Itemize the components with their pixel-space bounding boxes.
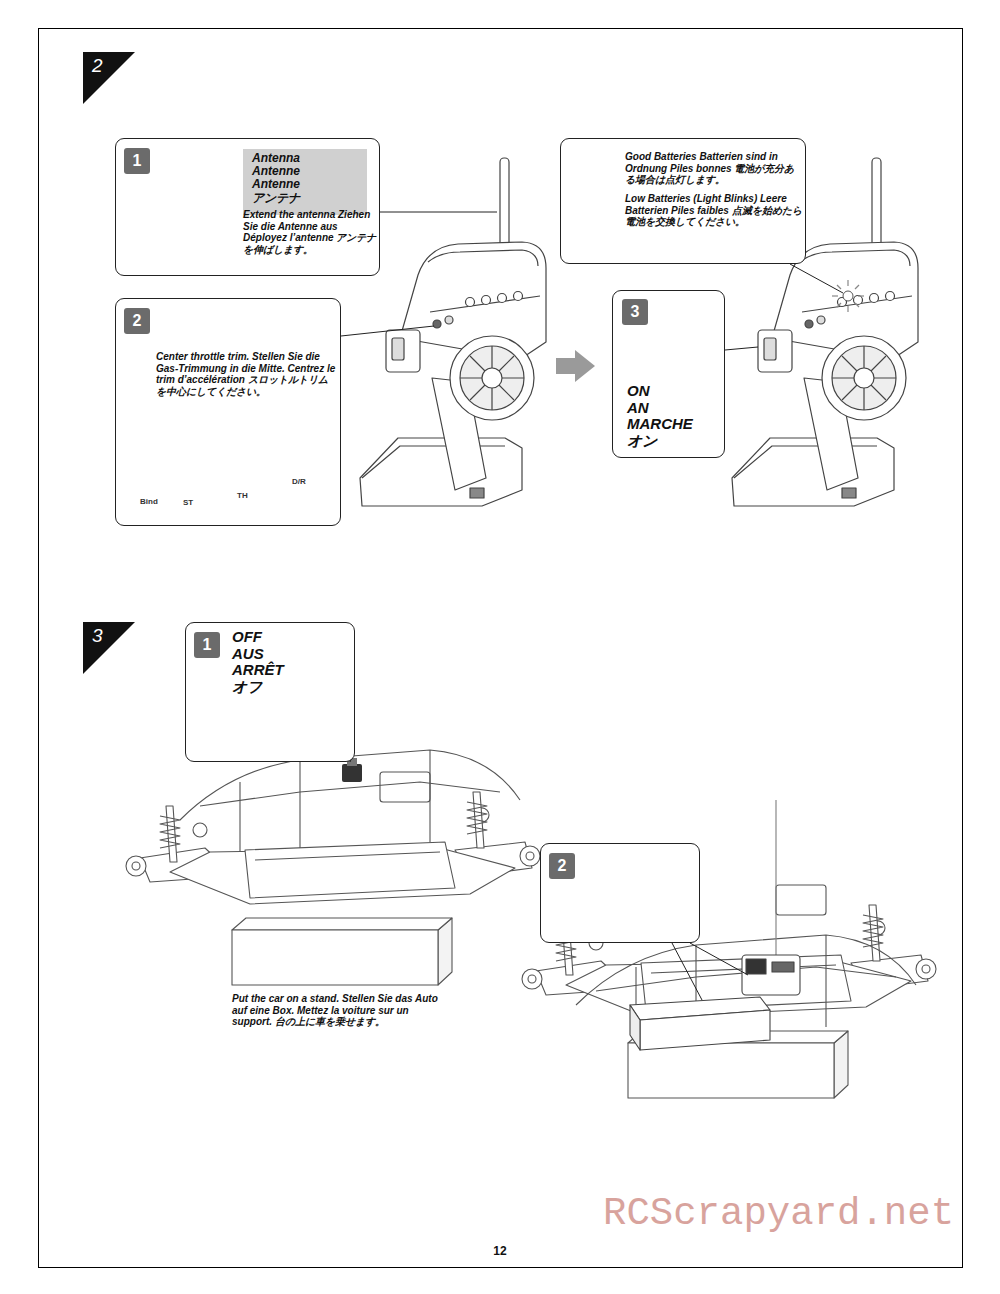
callout-number: 3 bbox=[622, 299, 648, 325]
step-number: 3 bbox=[92, 625, 116, 648]
watermark: RCScrapyard.net bbox=[603, 1193, 954, 1236]
step-marker: 3 bbox=[83, 622, 135, 674]
callout-panel: 2 bbox=[540, 843, 700, 943]
control-label: Bind bbox=[140, 498, 170, 506]
step-triangle-shape bbox=[83, 52, 135, 104]
callout-number: 2 bbox=[124, 308, 150, 334]
callout-number: 1 bbox=[124, 148, 150, 174]
step-marker: 2 bbox=[83, 52, 135, 104]
callout-panel: Good Batteries Batterien sind in Ordnung… bbox=[560, 138, 806, 264]
control-label: D/R bbox=[292, 478, 322, 486]
step-triangle-shape bbox=[83, 622, 135, 674]
step-triangle bbox=[83, 622, 135, 674]
status-text: Low Batteries (Light Blinks) Leere Batte… bbox=[625, 193, 803, 228]
callout-number: 2 bbox=[549, 853, 575, 879]
label-box: Antenna Antenne Antenne アンテナ bbox=[243, 149, 367, 215]
switch-state: ON AN MARCHE オン bbox=[627, 383, 722, 449]
step-number: 2 bbox=[92, 55, 116, 78]
page-number: 12 bbox=[484, 1244, 516, 1258]
control-label: ST bbox=[183, 499, 207, 507]
instruction-text: Extend the antenna Ziehen Sie die Antenn… bbox=[243, 209, 377, 255]
switch-state: OFF AUS ARRÊT オフ bbox=[232, 629, 312, 695]
callout-panel: 1 OFF AUS ARRÊT オフ bbox=[185, 622, 355, 762]
status-text: Good Batteries Batterien sind in Ordnung… bbox=[625, 151, 803, 186]
control-label: TH bbox=[237, 492, 261, 500]
callout-number: 1 bbox=[194, 632, 220, 658]
warning-text: Center throttle trim. Stellen Sie die Ga… bbox=[156, 351, 336, 397]
part-name: Antenna Antenne Antenne アンテナ bbox=[252, 152, 352, 205]
step-triangle bbox=[83, 52, 135, 104]
callout-panel: Antenna Antenne Antenne アンテナ 1Extend the … bbox=[115, 138, 380, 276]
callout-panel: 3 ON AN MARCHE オン bbox=[612, 290, 725, 458]
callout-panel: 2Center throttle trim. Stellen Sie die G… bbox=[115, 298, 341, 526]
instruction-text: Put the car on a stand. Stellen Sie das … bbox=[232, 993, 447, 1028]
